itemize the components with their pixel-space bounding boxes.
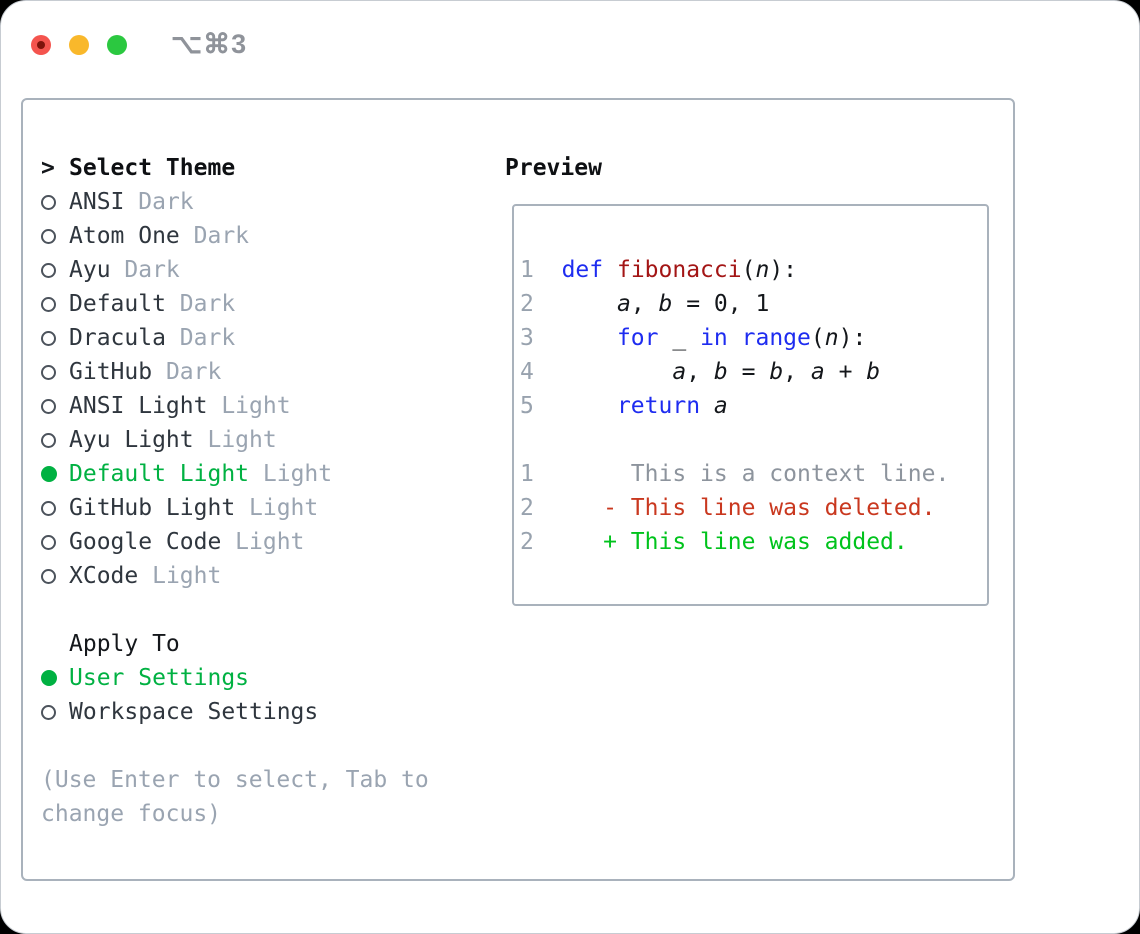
theme-variant-label: Light — [152, 563, 222, 589]
radio-selected-icon[interactable] — [41, 466, 57, 482]
theme-option-label: Dracula Dark — [69, 325, 236, 351]
line-number: 1 — [520, 461, 534, 487]
theme-option-label: Atom One Dark — [69, 223, 250, 249]
theme-variant-label: Light — [221, 393, 291, 419]
theme-option-label: XCode Light — [69, 563, 222, 589]
window-shortcut-label: ⌥⌘3 — [171, 29, 248, 59]
radio-icon[interactable] — [41, 262, 56, 278]
theme-variant-label: Dark — [165, 359, 222, 385]
diff-text: This is a context line. — [603, 461, 950, 487]
code-line: 3 for _ in range(n): — [520, 325, 867, 351]
diff-line-deleted: 2 - This line was deleted. — [520, 491, 983, 525]
theme-variant-label: Dark — [179, 291, 236, 317]
code-line: 2 a, b = 0, 1 — [520, 291, 770, 317]
diff-line-context: 1 This is a context line. — [520, 457, 983, 491]
radio-icon[interactable] — [41, 398, 56, 414]
titlebar: ⌥⌘3 — [31, 29, 247, 60]
radio-icon[interactable] — [41, 296, 56, 312]
theme-variant-label: Light — [235, 529, 305, 555]
theme-option-xcode-light[interactable]: XCode Light — [41, 559, 491, 593]
code-line: 5 return a — [520, 393, 728, 419]
line-number: 3 — [520, 325, 534, 351]
diff-block: 1 This is a context line.2 - This line w… — [520, 457, 983, 559]
code-line: 1 def fibonacci(n): — [520, 257, 798, 283]
preview-title: Preview — [505, 155, 602, 181]
radio-icon[interactable] — [41, 228, 56, 244]
theme-variant-label: Light — [207, 427, 277, 453]
line-number: 1 — [520, 257, 534, 283]
theme-option-ansi-dark[interactable]: ANSI Dark — [41, 185, 491, 219]
line-number: 2 — [520, 291, 534, 317]
close-button[interactable] — [31, 34, 51, 55]
theme-option-ansi-light-light[interactable]: ANSI Light Light — [41, 389, 491, 423]
theme-option-ayu-dark[interactable]: Ayu Dark — [41, 253, 491, 287]
theme-option-label: Ayu Dark — [69, 257, 180, 283]
theme-variant-label: Dark — [193, 223, 250, 249]
theme-option-google-code-light[interactable]: Google Code Light — [41, 525, 491, 559]
radio-icon[interactable] — [41, 704, 56, 720]
theme-option-default-light-light[interactable]: Default Light Light — [41, 457, 491, 491]
apply-to-title: Apply To — [69, 631, 180, 657]
radio-icon[interactable] — [41, 194, 56, 210]
theme-option-default-dark[interactable]: Default Dark — [41, 287, 491, 321]
theme-option-label: Google Code Light — [69, 529, 305, 555]
apply-option-user-settings[interactable]: User Settings — [41, 661, 491, 695]
theme-option-label: ANSI Light Light — [69, 393, 291, 419]
apply-option-label: User Settings — [69, 665, 250, 691]
select-theme-header: > Select Theme — [41, 151, 491, 185]
diff-text: - This line was deleted. — [603, 495, 936, 521]
theme-option-label: Default Dark — [69, 291, 236, 317]
line-number: 2 — [520, 495, 534, 521]
theme-variant-label: Dark — [179, 325, 236, 351]
theme-option-dracula-dark[interactable]: Dracula Dark — [41, 321, 491, 355]
line-number: 2 — [520, 529, 534, 555]
theme-variant-label: Dark — [124, 257, 180, 283]
theme-option-atom-one-dark[interactable]: Atom One Dark — [41, 219, 491, 253]
preview-pane: 1 def fibonacci(n): 2 a, b = 0, 1 3 for _ … — [512, 204, 989, 606]
theme-option-ayu-light-light[interactable]: Ayu Light Light — [41, 423, 491, 457]
apply-to-header: Apply To — [41, 627, 491, 661]
theme-option-github-light-light[interactable]: GitHub Light Light — [41, 491, 491, 525]
code-block: 1 def fibonacci(n): 2 a, b = 0, 1 3 for _ … — [520, 253, 983, 423]
prompt-caret-icon: > — [41, 155, 55, 181]
theme-option-label: ANSI Dark — [69, 189, 194, 215]
theme-option-github-dark[interactable]: GitHub Dark — [41, 355, 491, 389]
theme-variant-label: Dark — [138, 189, 194, 215]
theme-option-label: GitHub Dark — [69, 359, 222, 385]
diff-text: + This line was added. — [603, 529, 908, 555]
select-theme-title: Select Theme — [69, 155, 236, 181]
radio-icon[interactable] — [41, 568, 56, 584]
radio-selected-icon[interactable] — [41, 670, 57, 686]
radio-icon[interactable] — [41, 432, 56, 448]
line-number: 5 — [520, 393, 534, 419]
radio-icon[interactable] — [41, 330, 56, 346]
theme-option-label: GitHub Light Light — [69, 495, 319, 521]
radio-icon[interactable] — [41, 500, 56, 516]
theme-variant-label: Light — [249, 495, 319, 521]
zoom-button[interactable] — [107, 34, 127, 55]
theme-option-label: Ayu Light Light — [69, 427, 277, 453]
radio-icon[interactable] — [41, 364, 56, 380]
diff-line-added: 2 + This line was added. — [520, 525, 983, 559]
theme-option-label: Default Light Light — [69, 461, 333, 487]
apply-option-label: Workspace Settings — [69, 699, 319, 725]
code-line: 4 a, b = b, a + b — [520, 359, 881, 385]
apply-option-workspace-settings[interactable]: Workspace Settings — [41, 695, 491, 729]
minimize-button[interactable] — [69, 34, 89, 55]
spacer — [41, 593, 491, 627]
theme-variant-label: Light — [262, 461, 333, 487]
radio-icon[interactable] — [41, 534, 56, 550]
line-number: 4 — [520, 359, 534, 385]
blank-line — [520, 423, 983, 457]
help-text: (Use Enter to select, Tab to change focu… — [41, 767, 429, 827]
